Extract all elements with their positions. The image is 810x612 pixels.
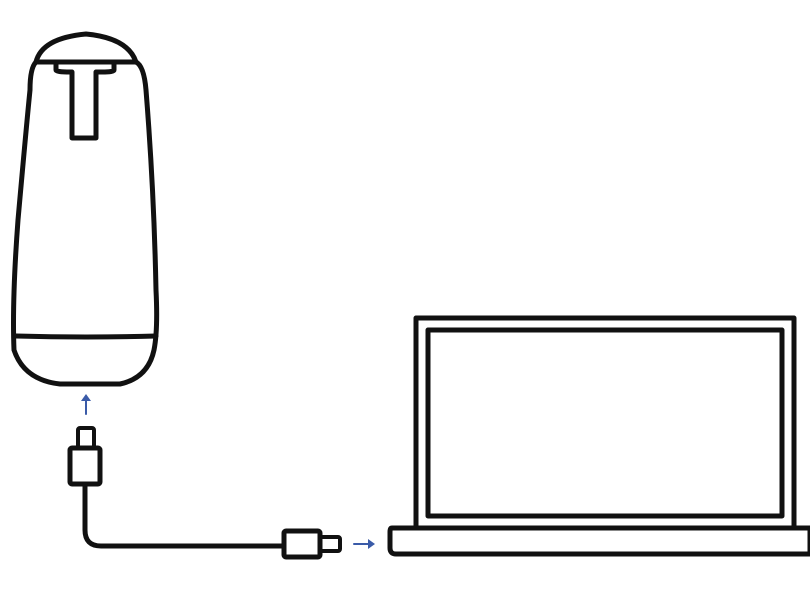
arrow-right-icon: [354, 539, 375, 549]
usb-cable-icon: [70, 428, 340, 557]
laptop-icon: [390, 318, 810, 554]
arrow-up-icon: [81, 394, 91, 414]
conference-camera-icon: [14, 34, 157, 384]
